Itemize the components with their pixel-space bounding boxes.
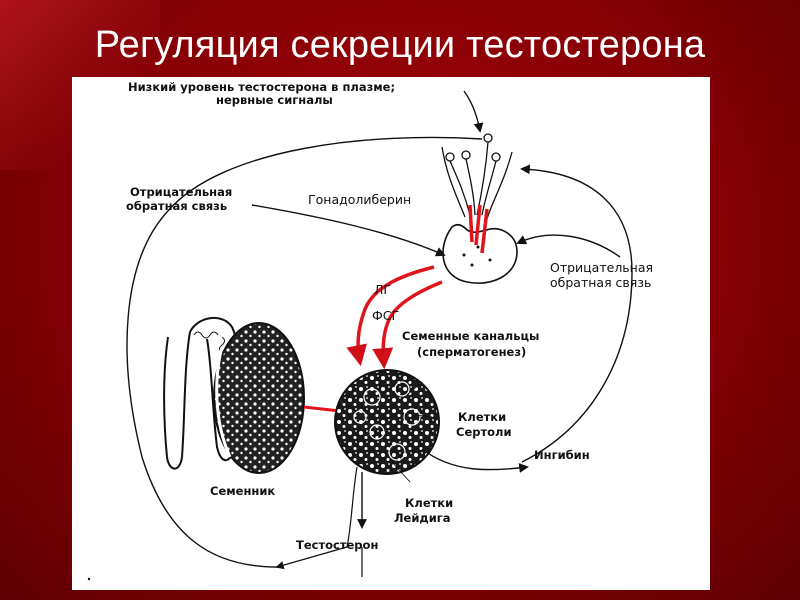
- label-tubules-line2: (сперматогенез): [417, 345, 527, 359]
- label-gonadoliberin: Гонадолиберин: [308, 192, 412, 207]
- fsh-arrow: [372, 280, 443, 370]
- testis-shadow: [215, 346, 232, 458]
- label-negative-feedback-left-line2: обратная связь: [126, 199, 228, 213]
- feedback-right-to-pituitary: [516, 234, 621, 258]
- label-tubules-line1: Семенные канальцы: [402, 329, 540, 343]
- slide-title: Регуляция секреции тестостерона: [94, 24, 706, 66]
- lh-arrow: [346, 265, 435, 367]
- negative-feedback-left-arc: [126, 136, 483, 568]
- vas-deferens: [163, 331, 191, 470]
- label-inhibin: Ингибин: [534, 448, 590, 462]
- label-sertoli-line1: Клетки: [458, 410, 507, 424]
- label-sertoli-line2: Сертоли: [456, 425, 512, 439]
- signal-arrow: [463, 90, 484, 133]
- seminiferous-tubules-magnified: [334, 369, 440, 475]
- negative-feedback-right-arc: [520, 164, 633, 463]
- hypothalamus-neurons: [441, 133, 513, 220]
- label-low-level-line1: Низкий уровень тестостерона в плазме;: [128, 80, 396, 94]
- diagram-graphics: [87, 90, 633, 581]
- label-low-level-line2: нервные сигналы: [216, 93, 333, 107]
- label-leydig-line2: Лейдига: [394, 511, 451, 525]
- label-testis: Семенник: [210, 484, 276, 498]
- label-negative-feedback-right-line1: Отрицательная: [550, 260, 654, 275]
- gonadoliberin-arrows: [468, 204, 489, 254]
- diagram-panel: Низкий уровень тестостерона в плазме; не…: [72, 77, 710, 590]
- label-testosterone: Тестостерон: [296, 538, 379, 552]
- feedback-left-to-pituitary: [251, 204, 446, 257]
- testis: [213, 322, 305, 474]
- leader-lines: [391, 381, 433, 483]
- label-leydig-line1: Клетки: [405, 496, 454, 510]
- zoom-connector: [303, 405, 341, 413]
- inhibin-arrow: [421, 448, 529, 473]
- tubule-highlights: [353, 381, 421, 461]
- testosterone-exit: [275, 466, 358, 570]
- pituitary-gland: [442, 224, 518, 284]
- label-lh: ЛГ: [374, 282, 392, 297]
- label-negative-feedback-left-line1: Отрицательная: [130, 185, 233, 199]
- label-negative-feedback-right-line2: обратная связь: [550, 275, 652, 290]
- label-fsh: ФСГ: [372, 308, 400, 323]
- pituitary-dots: [462, 245, 492, 267]
- page-mark: [87, 577, 91, 581]
